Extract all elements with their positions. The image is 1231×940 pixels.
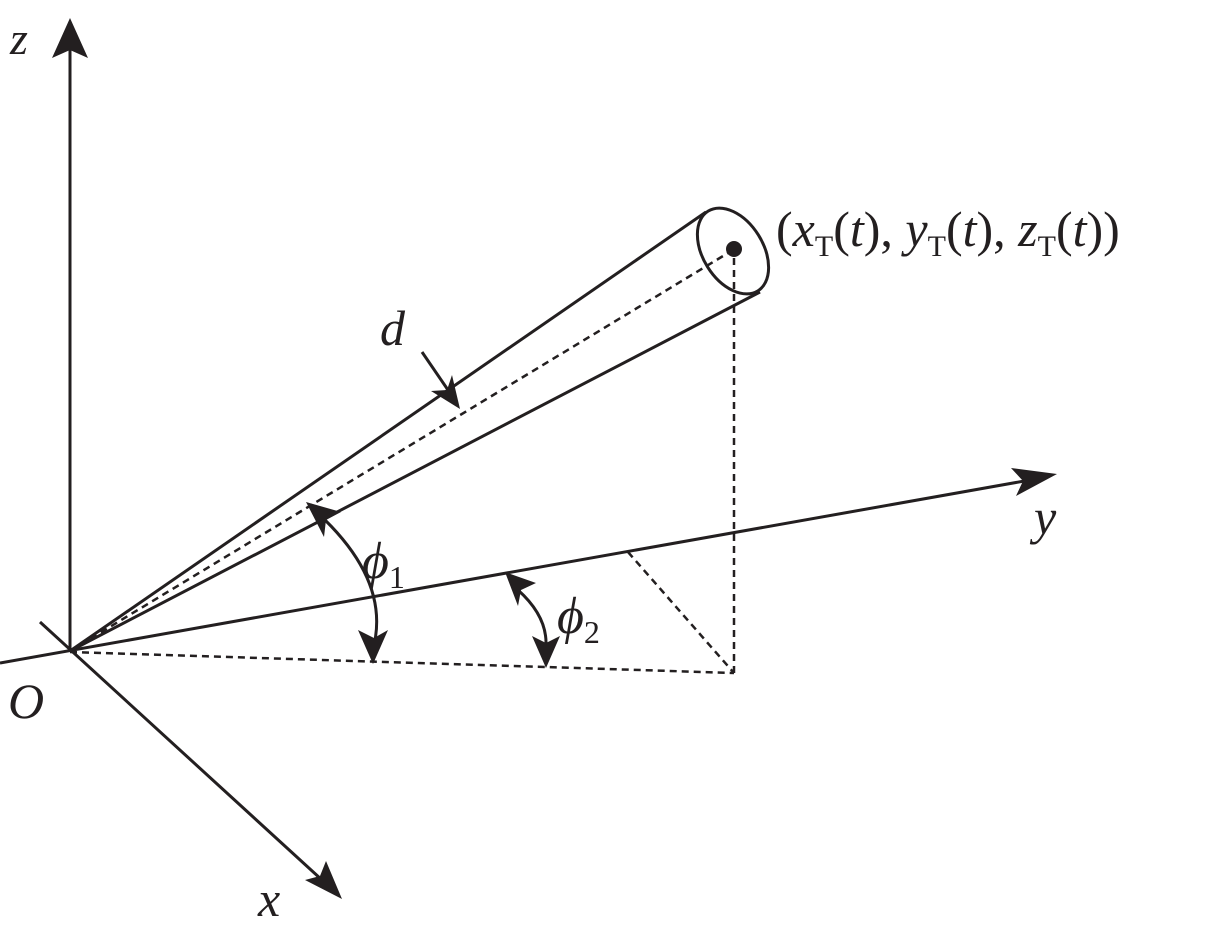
target-x-arg: ( [833, 201, 850, 257]
phi2-symbol: ϕ [557, 588, 584, 645]
phi1-arrowhead-bottom [358, 630, 388, 664]
target-z-close: )) [1087, 201, 1120, 257]
target-z-arg: ( [1056, 201, 1073, 257]
target-z-t: t [1073, 201, 1088, 257]
beam-width-label: d [380, 300, 406, 356]
beam-end-ellipse [695, 206, 771, 296]
target-z-var: z [1017, 201, 1037, 257]
beam-lower-edge [69, 290, 761, 653]
z-axis-arrowhead [52, 18, 88, 58]
target-y-arg: ( [946, 201, 963, 257]
target-y-var: y [900, 201, 928, 257]
phi1-arrowhead-top [306, 502, 341, 537]
phi1-subscript: 1 [389, 559, 405, 595]
target-point [726, 241, 742, 257]
projection-to-y-axis [627, 551, 735, 674]
beam-center-line [69, 248, 734, 653]
phi2-subscript: 2 [584, 614, 600, 650]
target-open-paren: ( [776, 201, 793, 257]
origin-label: O [8, 673, 44, 729]
target-x-close: ), [864, 201, 906, 257]
target-z-sub: T [1038, 230, 1056, 263]
phi1-symbol: ϕ [362, 533, 389, 590]
target-x-sub: T [815, 230, 833, 263]
phi2-arrowhead-top [505, 572, 536, 606]
phi2-label: ϕ2 [557, 588, 600, 650]
x-axis [38, 620, 324, 882]
phi1-label: ϕ1 [362, 533, 405, 595]
phi2-arrowhead-bottom [532, 636, 560, 668]
y-axis-label: y [1029, 489, 1057, 545]
y-axis [0, 478, 1031, 665]
target-y-close: ), [977, 201, 1019, 257]
beam-upper-edge [69, 210, 707, 653]
phi2-arc [516, 588, 548, 646]
x-axis-arrowhead [305, 861, 342, 899]
y-axis-arrowhead [1011, 468, 1057, 496]
d-pointer-line [420, 351, 450, 391]
d-pointer-arrowhead [431, 375, 460, 409]
phi1-arc [323, 518, 379, 641]
target-y-sub: T [928, 230, 946, 263]
x-axis-label: x [257, 871, 280, 927]
target-x-t: t [850, 201, 865, 257]
target-coordinates-label: (xT(t), yT(t), zT(t)) [776, 201, 1120, 263]
target-y-t: t [963, 201, 978, 257]
z-axis-label: z [9, 13, 28, 64]
ground-projection-line [69, 650, 735, 675]
target-x-var: x [792, 201, 815, 257]
